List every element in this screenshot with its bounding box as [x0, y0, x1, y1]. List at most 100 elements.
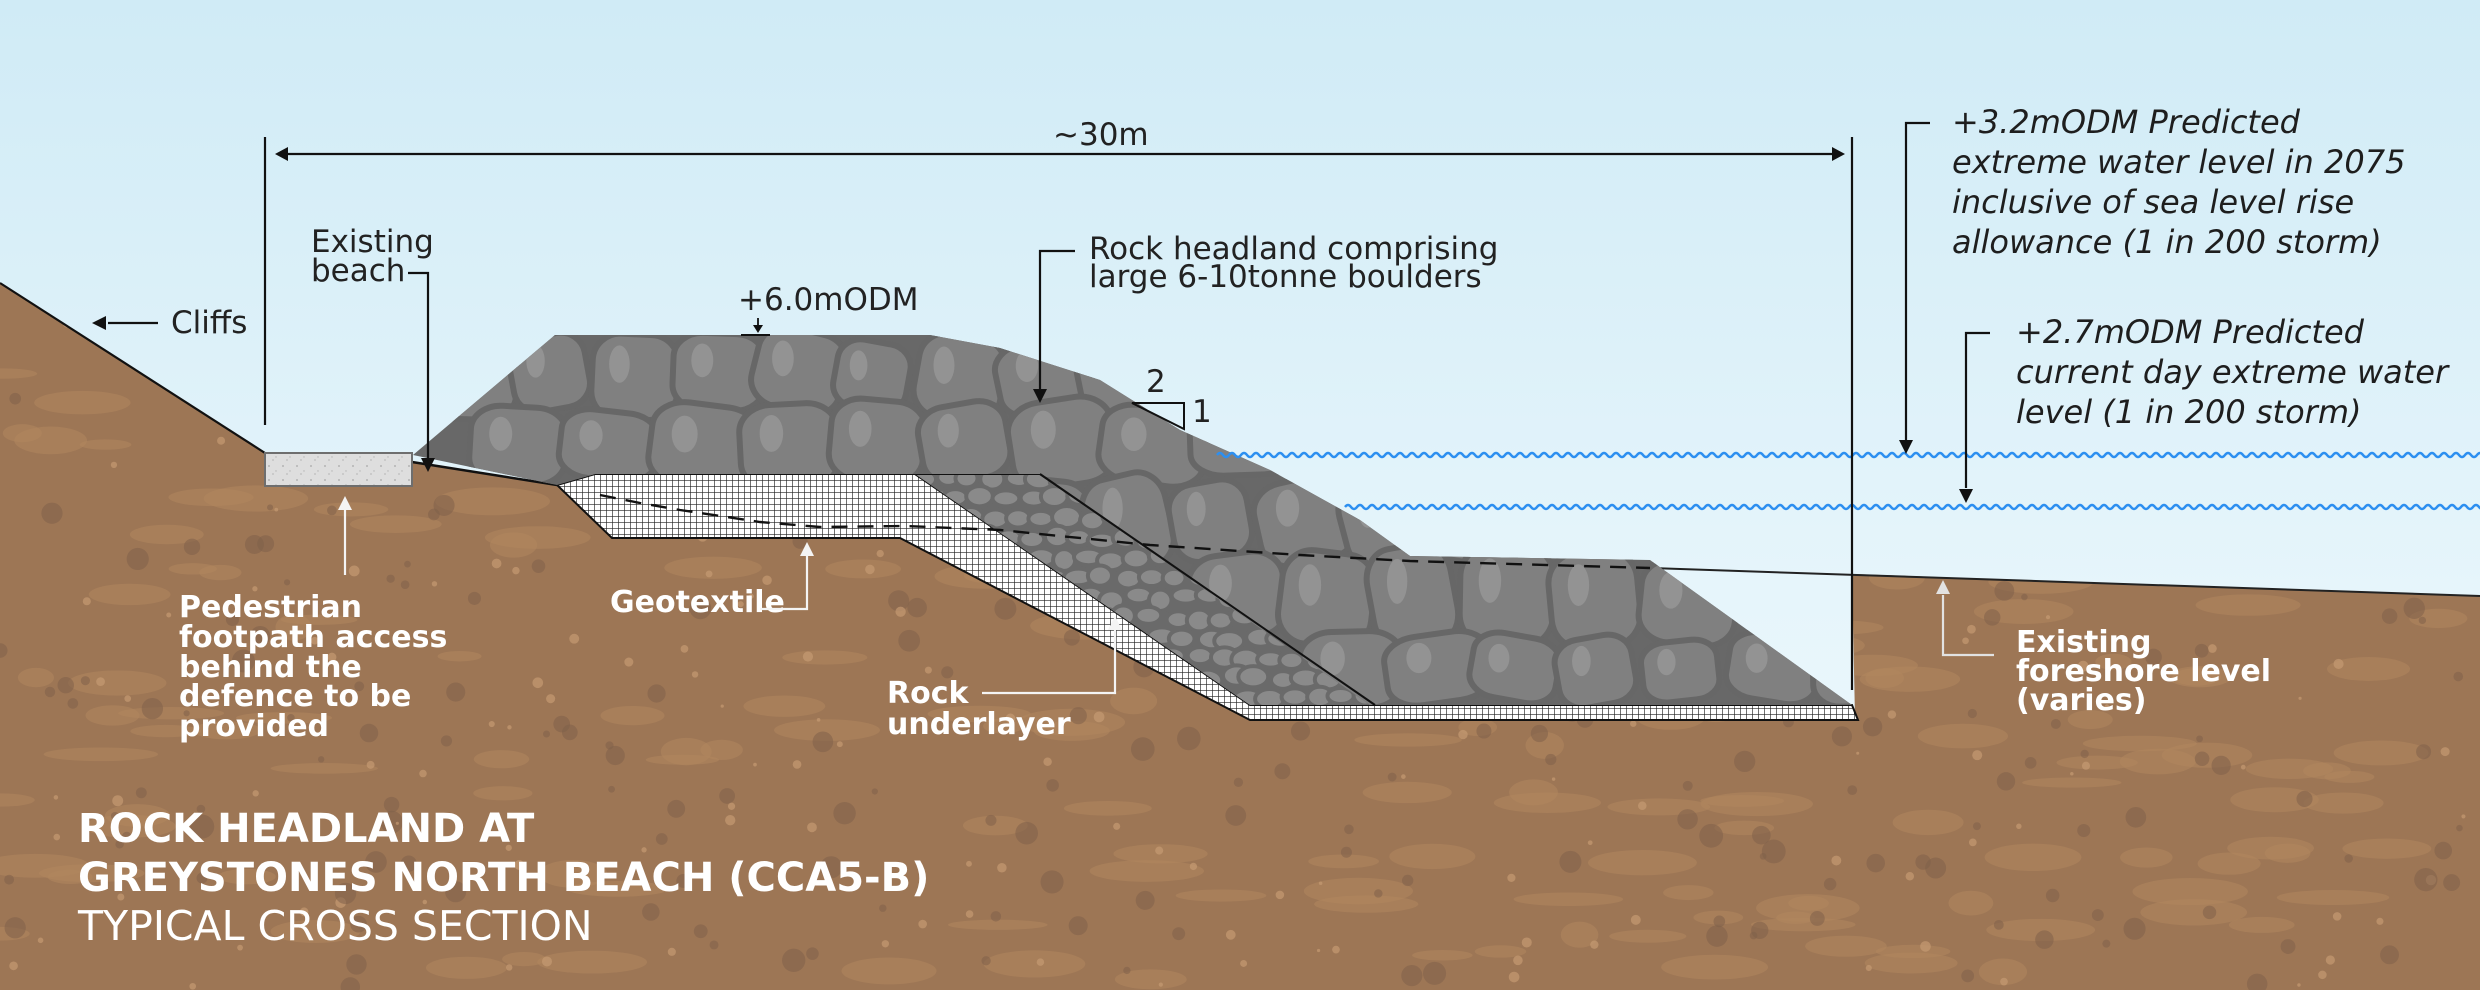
earth-texture-dot	[1189, 862, 1198, 871]
boulder-highlight	[759, 414, 784, 452]
earth-texture-dot	[2211, 755, 2231, 776]
earth-texture-blob	[236, 712, 332, 724]
earth-texture-dot	[1968, 838, 1977, 847]
earth-texture-dot	[110, 811, 119, 820]
earth-texture-dot	[1866, 853, 1886, 873]
earth-texture-blob	[270, 763, 379, 774]
earth-texture-blob	[17, 667, 55, 688]
earth-texture-dot	[4, 874, 15, 885]
earth-texture-dot	[318, 756, 325, 763]
earth-texture-dot	[327, 652, 337, 662]
earth-texture-dot	[512, 566, 520, 575]
arrow-down-icon	[1899, 440, 1913, 454]
boulder-highlight	[671, 415, 698, 453]
earth-texture-blob	[983, 950, 1086, 978]
earth-texture-blob	[2172, 668, 2221, 686]
earth-texture-dot	[1093, 711, 1105, 723]
earth-texture-dot	[96, 677, 105, 686]
earth-texture-dot	[1862, 717, 1883, 737]
armour-boulder	[825, 395, 929, 487]
boulder-highlight	[1659, 571, 1683, 609]
earth-texture-dot	[252, 586, 258, 592]
svg-text:large 6-10tonne boulders: large 6-10tonne boulders	[1089, 259, 1482, 295]
earth-texture-blob	[2228, 916, 2295, 933]
earth-texture-dot	[749, 593, 754, 599]
earth-texture-blob	[1354, 733, 1462, 747]
earth-texture-blob	[280, 614, 358, 625]
earth-texture-dot	[488, 720, 495, 728]
earth-texture-dot	[2318, 970, 2327, 980]
earth-texture-dot	[812, 731, 834, 753]
earth-texture-dot	[543, 730, 550, 738]
earth-texture-dot	[37, 937, 44, 944]
earth-texture-blob	[1663, 885, 1714, 901]
earth-texture-dot	[1961, 969, 1975, 983]
earth-texture-dot	[2418, 616, 2427, 625]
earth-texture-dot	[833, 801, 856, 825]
earth-texture-blob	[88, 583, 171, 606]
earth-texture-dot	[1551, 777, 1556, 781]
earth-texture-dot	[507, 725, 512, 730]
earth-texture-dot	[237, 944, 243, 951]
underlayer-stone	[1236, 664, 1271, 690]
boulder-highlight	[609, 345, 630, 383]
earth-texture-dot	[1677, 809, 1698, 830]
arrow-down-icon	[1959, 489, 1973, 503]
earth-texture-dot	[709, 940, 719, 950]
earth-texture-blob	[1412, 949, 1473, 961]
earth-texture-dot	[1240, 959, 1248, 967]
earth-texture-dot	[865, 564, 875, 575]
earth-texture-dot	[2196, 735, 2203, 743]
earth-texture-dot	[762, 575, 772, 586]
earth-texture-dot	[467, 591, 482, 605]
earth-texture-dot	[725, 815, 736, 826]
svg-text:+2.7mODM Predicted: +2.7mODM Predicted	[2016, 313, 2365, 351]
earth-texture-dot	[400, 855, 417, 872]
earth-texture-dot	[1752, 825, 1771, 845]
earth-texture-dot	[1545, 753, 1557, 766]
earth-texture-dot	[1040, 870, 1064, 894]
earth-texture-dot	[1043, 757, 1052, 766]
earth-texture-dot	[2255, 673, 2260, 678]
rock-headland-callout: Rock headland comprising large 6-10tonne…	[1033, 231, 1498, 403]
earth-texture-blob	[1986, 918, 2096, 942]
earth-texture-dot	[2381, 608, 2398, 624]
arrow-down-icon	[753, 325, 763, 333]
earth-texture-blob	[664, 556, 762, 579]
earth-texture-dot	[283, 579, 291, 586]
earth-texture-dot	[1374, 889, 1383, 898]
crest-level-callout: +6.0mODM	[738, 282, 919, 336]
earth-texture-dot	[1063, 629, 1080, 646]
earth-texture-dot	[2453, 671, 2464, 682]
earth-texture-dot	[2376, 917, 2384, 925]
svg-text:foreshore level: foreshore level	[2016, 654, 2271, 689]
earth-texture-dot	[1401, 874, 1414, 887]
earth-texture-blob	[2230, 787, 2319, 813]
earth-texture-dot	[334, 882, 357, 905]
earth-texture-dot	[1508, 971, 1520, 983]
earth-texture-dot	[135, 787, 147, 799]
earth-texture-dot	[918, 919, 928, 929]
earth-texture-blob	[962, 815, 1028, 836]
earth-texture-dot	[924, 666, 932, 674]
svg-text:footpath access: footpath access	[179, 620, 447, 655]
earth-texture-blob	[1700, 794, 1785, 807]
earth-texture-blob	[473, 750, 530, 769]
earth-texture-dot	[1130, 737, 1155, 761]
earth-texture-dot	[9, 961, 18, 971]
earth-texture-dot	[1069, 707, 1087, 725]
cliffs-callout: Cliffs	[92, 305, 247, 341]
earth-texture-dot	[404, 560, 411, 568]
earth-texture-blob	[14, 426, 88, 455]
boulder-highlight	[1567, 564, 1590, 606]
svg-text:underlayer: underlayer	[887, 707, 1071, 742]
svg-text:Rock: Rock	[887, 676, 969, 711]
underlayer-stone	[1085, 563, 1114, 588]
earth-texture-dot	[2416, 744, 2432, 760]
arrow-up-icon	[800, 542, 814, 556]
boulder-highlight	[1030, 410, 1056, 449]
earth-texture-dot	[782, 948, 806, 972]
boulder-highlight	[1102, 487, 1123, 530]
earth-texture-blob	[349, 515, 442, 533]
